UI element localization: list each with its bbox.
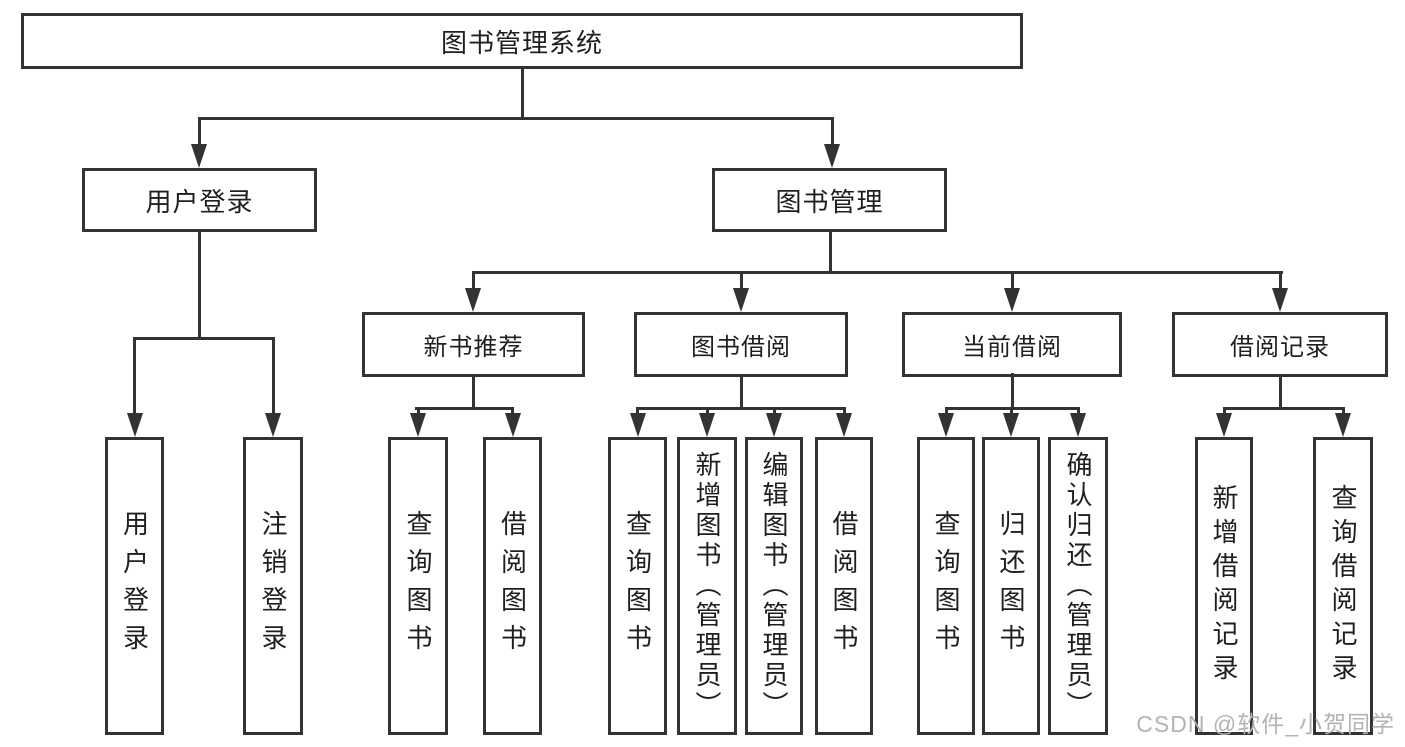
leaf-add-borrow-record: 新增借阅记录 — [1195, 437, 1253, 735]
watermark: CSDN @软件_小贺同学 — [1136, 711, 1395, 737]
node-book-management: 图书管理 — [712, 168, 947, 232]
arrowhead-book-borrow — [733, 288, 749, 312]
connector-borrow-records-trunk — [1279, 375, 1282, 410]
leaf-add-borrow-record-label: 新增借阅记录 — [1209, 484, 1239, 688]
node-current-borrow-label: 当前借阅 — [962, 334, 1062, 361]
node-root: 图书管理系统 — [21, 13, 1023, 69]
connector-stem-cb3 — [1077, 407, 1080, 416]
node-book-borrow-label: 图书借阅 — [691, 334, 791, 361]
arrowhead-cb3 — [1070, 413, 1086, 437]
connector-root-trunk — [521, 67, 524, 120]
node-user-login-label: 用户登录 — [145, 186, 254, 217]
arrowhead-br1 — [1216, 413, 1232, 437]
connector-stem-bb2 — [706, 407, 709, 416]
node-book-management-label: 图书管理 — [775, 186, 884, 217]
connector-stem-bb4 — [843, 407, 846, 416]
leaf-newbook-query-books-label: 查询图书 — [403, 510, 433, 662]
arrowhead-br2 — [1335, 413, 1351, 437]
connector-stem-login-2 — [272, 337, 275, 415]
node-new-book-recommend: 新书推荐 — [362, 312, 585, 377]
leaf-query-borrow-record: 查询借阅记录 — [1313, 437, 1373, 735]
arrowhead-bb4 — [836, 413, 852, 437]
leaf-logout-login: 注销登录 — [243, 437, 303, 735]
connector-stem-br2 — [1342, 407, 1345, 416]
leaf-query-borrow-record-label: 查询借阅记录 — [1328, 484, 1358, 688]
node-current-borrow: 当前借阅 — [902, 312, 1122, 377]
connector-stem-bb3 — [773, 407, 776, 416]
connector-stem-book-mgmt — [831, 117, 834, 146]
node-user-login: 用户登录 — [82, 168, 317, 232]
arrowhead-new-book — [465, 288, 481, 312]
leaf-newbook-query-books: 查询图书 — [388, 437, 448, 735]
leaf-newbook-borrow-books-label: 借阅图书 — [497, 510, 528, 662]
arrowhead-login-2 — [265, 413, 281, 437]
arrowhead-nb1 — [410, 413, 426, 437]
arrowhead-bb1 — [630, 413, 646, 437]
connector-level3-branch — [472, 271, 1283, 274]
arrowhead-user-login — [191, 144, 207, 168]
leaf-confirm-return-admin-label: 确认归还（管理员） — [1063, 451, 1093, 721]
connector-stem-login-1 — [133, 337, 136, 415]
node-borrow-records: 借阅记录 — [1172, 312, 1388, 377]
leaf-borrow-query-books: 查询图书 — [608, 437, 667, 735]
leaf-user-login: 用户登录 — [105, 437, 164, 735]
connector-stem-cb2 — [1010, 407, 1013, 416]
leaf-add-books-admin-label: 新增图书（管理员） — [692, 451, 722, 721]
leaf-user-login-label: 用户登录 — [119, 510, 150, 662]
arrowhead-cb2 — [1003, 413, 1019, 437]
leaf-confirm-return-admin: 确认归还（管理员） — [1048, 437, 1108, 735]
arrowhead-bb2 — [699, 413, 715, 437]
leaf-newbook-borrow-books: 借阅图书 — [483, 437, 542, 735]
arrowhead-current-borrow — [1004, 288, 1020, 312]
connector-book-borrow-branch — [636, 407, 846, 410]
connector-stem-nb1 — [417, 407, 420, 416]
connector-new-book-trunk — [472, 375, 475, 410]
leaf-edit-books-admin: 编辑图书（管理员） — [745, 437, 803, 735]
connector-book-borrow-trunk — [740, 375, 743, 410]
arrowhead-login-1 — [127, 413, 143, 437]
node-borrow-records-label: 借阅记录 — [1230, 334, 1330, 361]
leaf-logout-login-label: 注销登录 — [258, 510, 288, 662]
connector-stem-cb1 — [945, 407, 948, 416]
connector-stem-bb1 — [636, 407, 639, 416]
node-book-borrow: 图书借阅 — [634, 312, 848, 377]
connector-stem-nb2 — [511, 407, 514, 416]
leaf-borrow-query-books-label: 查询图书 — [622, 510, 653, 662]
connector-stem-user-login — [198, 117, 201, 146]
leaf-borrow-borrow-books: 借阅图书 — [815, 437, 873, 735]
node-new-book-label: 新书推荐 — [423, 334, 524, 361]
connector-stem-borrow-records — [1279, 271, 1282, 290]
connector-new-book-branch — [415, 407, 514, 410]
node-root-label: 图书管理系统 — [440, 27, 603, 58]
leaf-current-query-books-label: 查询图书 — [931, 510, 961, 662]
leaf-return-books: 归还图书 — [982, 437, 1040, 735]
leaf-edit-books-admin-label: 编辑图书（管理员） — [759, 451, 789, 721]
arrowhead-nb2 — [505, 413, 521, 437]
leaf-add-books-admin: 新增图书（管理员） — [677, 437, 737, 735]
leaf-borrow-borrow-books-label: 借阅图书 — [829, 510, 859, 662]
connector-stem-br1 — [1223, 407, 1226, 416]
leaf-current-query-books: 查询图书 — [917, 437, 975, 735]
connector-stem-book-borrow — [740, 271, 743, 290]
connector-level2-branch — [198, 117, 834, 120]
connector-login-branch — [133, 337, 275, 340]
connector-book-mgmt-trunk — [829, 230, 832, 274]
connector-current-borrow-trunk — [1011, 373, 1014, 410]
connector-user-login-trunk — [198, 230, 201, 340]
arrowhead-bb3 — [766, 413, 782, 437]
arrowhead-borrow-records — [1272, 288, 1288, 312]
connector-stem-new-book — [472, 271, 475, 290]
arrowhead-book-mgmt — [824, 144, 840, 168]
arrowhead-cb1 — [938, 413, 954, 437]
connector-stem-current-borrow — [1011, 271, 1014, 290]
connector-borrow-records-branch — [1223, 407, 1345, 410]
leaf-return-books-label: 归还图书 — [996, 510, 1026, 662]
